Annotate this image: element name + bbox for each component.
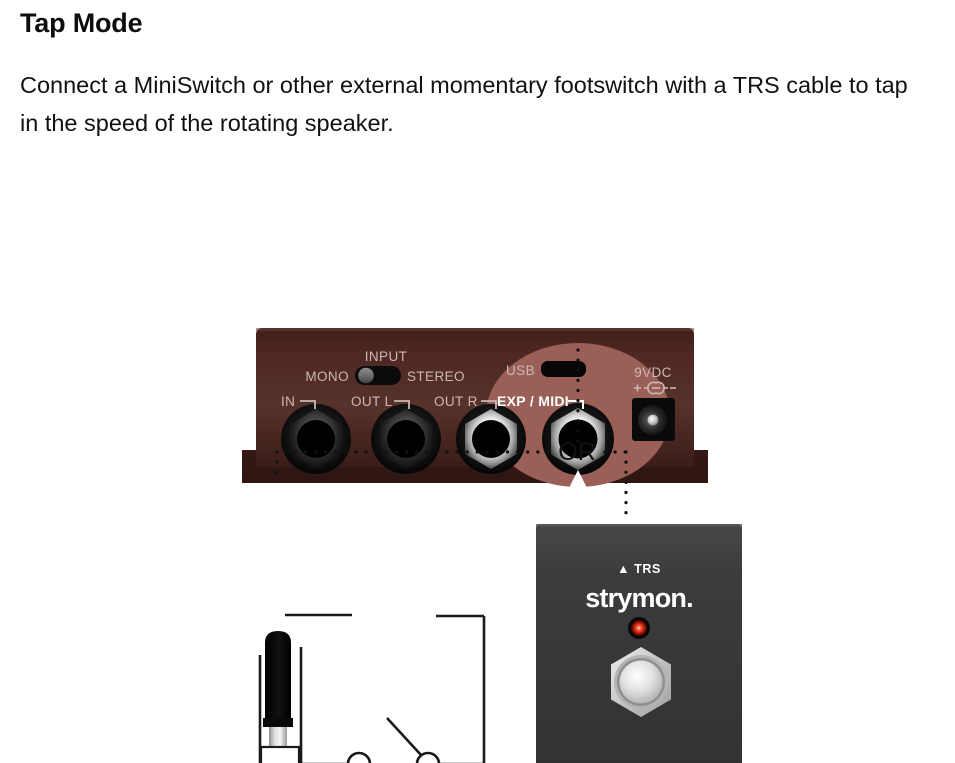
input-switch-stereo-label: STEREO [407,369,465,384]
strymon-miniswitch: ▲ TRS strymon. [536,524,742,763]
page-title: Tap Mode [20,8,143,38]
tap-mode-diagram: INPUT MONO STEREO USB 9VDC IN OUT L OUT … [0,150,955,763]
usb-port [541,361,586,377]
jack-in [281,404,351,474]
input-switch[interactable] [355,366,401,385]
cable-dotted-paths [275,348,629,522]
or-label: OR [558,438,596,466]
trs-plug [259,631,301,763]
jack-out-r [456,404,526,474]
jack-exp-midi [542,403,614,475]
miniswitch-footswitch[interactable] [611,647,671,717]
jack-label-bracket-in [300,400,316,409]
miniswitch-brand: strymon. [585,583,693,613]
input-switch-mono-label: MONO [305,369,349,384]
jack-label-in: IN [281,394,295,409]
pedal-rear-panel: INPUT MONO STEREO USB 9VDC IN OUT L OUT … [242,328,708,494]
trs-switch-lever [386,717,422,756]
usb-label: USB [506,363,535,378]
trs-terminal-left [346,751,372,763]
jack-label-bracket-exp-midi [568,400,584,409]
input-switch-title: INPUT [365,349,408,364]
miniswitch-led [628,617,650,639]
page-description: Connect a MiniSwitch or other external m… [20,72,908,136]
jack-out-l [371,404,441,474]
power-polarity-icon [634,381,676,395]
jack-label-bracket-out-r [481,400,497,409]
power-jack [632,398,675,441]
jack-label-out-r: OUT R [434,394,478,409]
jack-label-bracket-out-l [394,400,410,409]
jack-label-exp-midi: EXP / MIDI [497,393,569,409]
miniswitch-trs-marker: ▲ TRS [617,562,661,576]
trs-terminal-right [415,751,441,763]
power-label: 9VDC [634,365,672,380]
exp-midi-pointer [566,470,590,494]
jack-label-out-l: OUT L [351,394,393,409]
trs-plug-schematic [258,613,486,763]
